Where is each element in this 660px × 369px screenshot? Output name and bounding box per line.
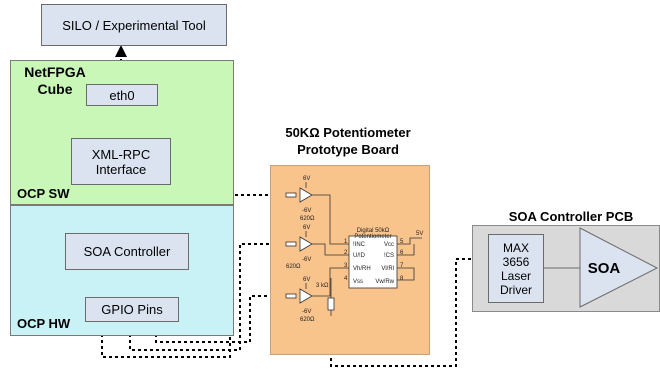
rload-label: 3 kΩ xyxy=(316,283,329,289)
silo-tool-box: SILO / Experimental Tool xyxy=(41,4,227,46)
max-l2: 3656 xyxy=(502,254,530,269)
wire-pot-max xyxy=(330,253,490,367)
opamp1-vplus: 6V xyxy=(303,176,310,182)
pin-right-2: !CS xyxy=(384,253,394,259)
pin-left-2: U/!D xyxy=(353,253,366,259)
pcb-title: SOA Controller PCB xyxy=(508,209,634,224)
sch-rin-2 xyxy=(285,241,297,247)
opamp2-vminus: -6V xyxy=(302,257,311,263)
silo-label: SILO / Experimental Tool xyxy=(62,17,206,33)
pin-num-2: 2 xyxy=(344,250,348,256)
netfpga-label: NetFPGA Cube xyxy=(15,64,95,98)
eth0-box: eth0 xyxy=(86,84,158,106)
opamp2-res: 620Ω xyxy=(286,264,301,270)
pin-left-1: !INC xyxy=(353,242,366,248)
pin-num-5: 5 xyxy=(400,239,404,245)
gpio-label: GPIO Pins xyxy=(101,302,163,317)
ocp-sw-label: OCP SW xyxy=(17,186,70,201)
xmlrpc-line2: Interface xyxy=(95,161,147,177)
pin-right-4: Vw/Rw xyxy=(375,279,394,285)
pot-title-line2: Prototype Board xyxy=(297,142,399,157)
soa-label: SOA xyxy=(588,260,621,277)
sch-cs xyxy=(397,244,415,256)
opamp1-vminus: -6V xyxy=(302,208,311,214)
chip-title-1: Digital 50kΩ xyxy=(357,228,390,234)
soa-controller-label: SOA Controller xyxy=(83,244,171,259)
pot-chip-body xyxy=(348,235,398,289)
pin-left-3: Vh/RH xyxy=(353,266,371,272)
netfpga-line1: NetFPGA xyxy=(24,64,86,80)
sch-vcc xyxy=(397,237,422,245)
max-driver-box: MAX 3656 Laser Driver xyxy=(488,234,544,303)
eth0-label: eth0 xyxy=(109,87,135,103)
pin-num-4: 4 xyxy=(344,276,348,282)
sch-wire-1 xyxy=(312,194,349,245)
ocp-hw-label: OCP HW xyxy=(17,316,71,331)
sch-rload xyxy=(327,297,335,311)
opamp-2 xyxy=(299,236,313,252)
sch-rin-3 xyxy=(285,293,297,299)
pin-right-1: Vcc xyxy=(384,242,394,248)
max-l4: Driver xyxy=(500,282,532,297)
max-l1: MAX xyxy=(502,240,529,255)
pin-right-3: Vl/Rl xyxy=(381,266,394,272)
xmlrpc-line1: XML-RPC xyxy=(91,146,151,162)
opamp3-vplus: 6V xyxy=(303,277,310,283)
pin-num-7: 7 xyxy=(400,263,404,269)
pin-left-4: Vss xyxy=(353,279,363,285)
sch-wire-2 xyxy=(312,243,349,256)
netfpga-line2: Cube xyxy=(37,81,73,97)
xmlrpc-box: XML-RPC Interface xyxy=(71,138,171,185)
opamp1-res: 620Ω xyxy=(300,216,315,222)
wire-gpio-2 xyxy=(129,243,296,351)
sch-wire-3 xyxy=(312,267,349,297)
pin-num-6: 6 xyxy=(400,250,404,256)
pot-title-line1: 50KΩ Potentiometer xyxy=(285,125,411,140)
opamp-3 xyxy=(299,288,313,304)
chip-title-2: Potentiometer xyxy=(354,234,391,240)
gpio-pins-box: GPIO Pins xyxy=(85,297,179,322)
max-l3: Laser xyxy=(500,268,532,283)
pot-board-title: 50KΩ Potentiometer Prototype Board xyxy=(258,124,438,158)
opamp2-vplus: 6V xyxy=(303,225,310,231)
opamp-1 xyxy=(299,187,313,203)
pin-num-3: 3 xyxy=(344,263,348,269)
sch-rl xyxy=(397,267,415,281)
soa-controller-box: SOA Controller xyxy=(65,233,189,270)
pin-num-1: 1 xyxy=(344,239,348,245)
wire-gpio-1 xyxy=(101,194,296,358)
opamp3-vminus: -6V xyxy=(302,309,311,315)
pin-num-8: 8 xyxy=(400,276,404,282)
opamp3-res: 620Ω xyxy=(300,317,315,323)
sch-rin-1 xyxy=(285,192,297,198)
supply-5v: 5V xyxy=(416,231,423,237)
